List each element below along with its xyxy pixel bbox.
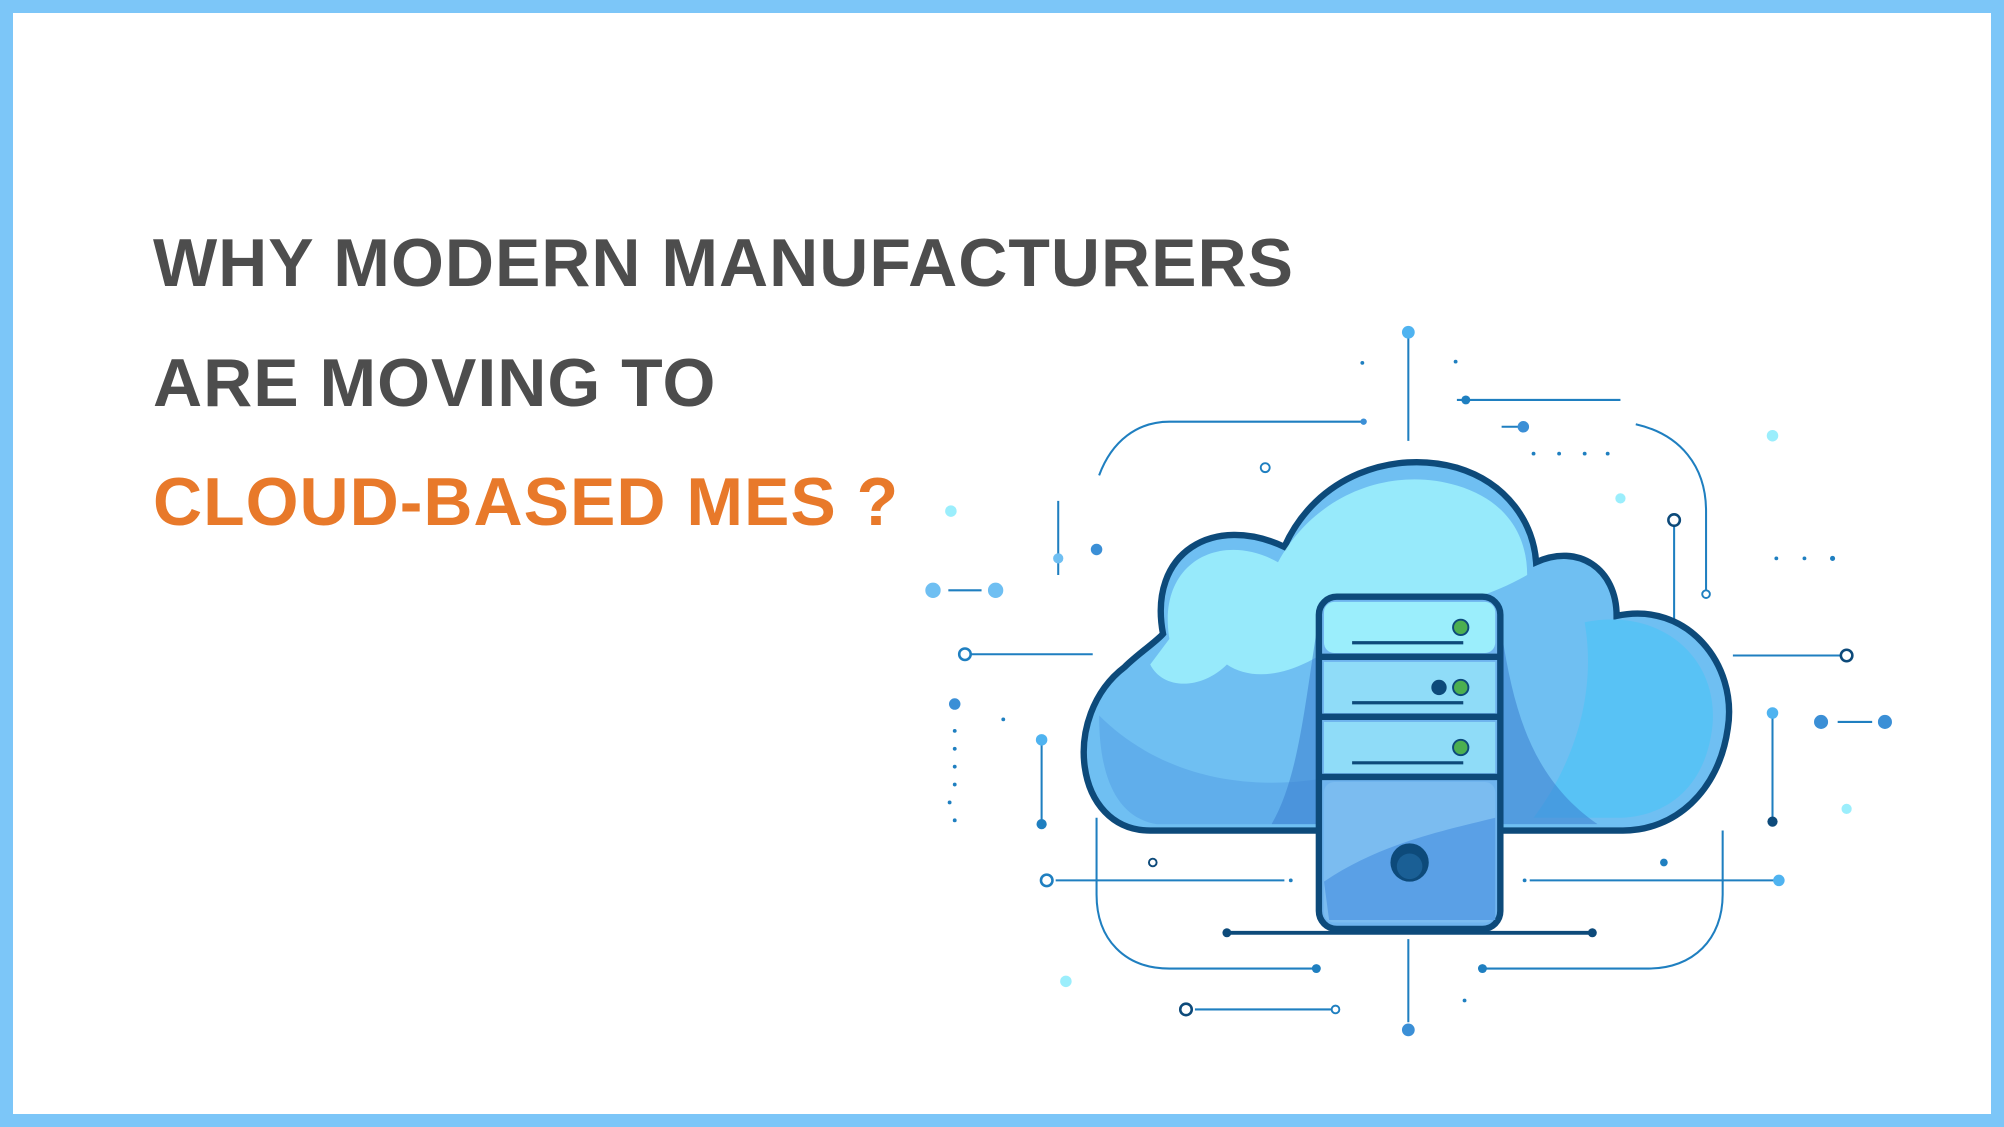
headline-line-1: WHY MODERN MANUFACTURERS bbox=[153, 225, 1294, 301]
banner-canvas bbox=[13, 13, 1991, 1114]
circuit-lines bbox=[948, 334, 1873, 1023]
headline-line-3: CLOUD-BASED MES ? bbox=[153, 464, 900, 540]
server bbox=[1222, 593, 1597, 938]
headline-line-2: ARE MOVING TO bbox=[153, 345, 717, 421]
circuit-dots bbox=[925, 325, 1892, 1037]
